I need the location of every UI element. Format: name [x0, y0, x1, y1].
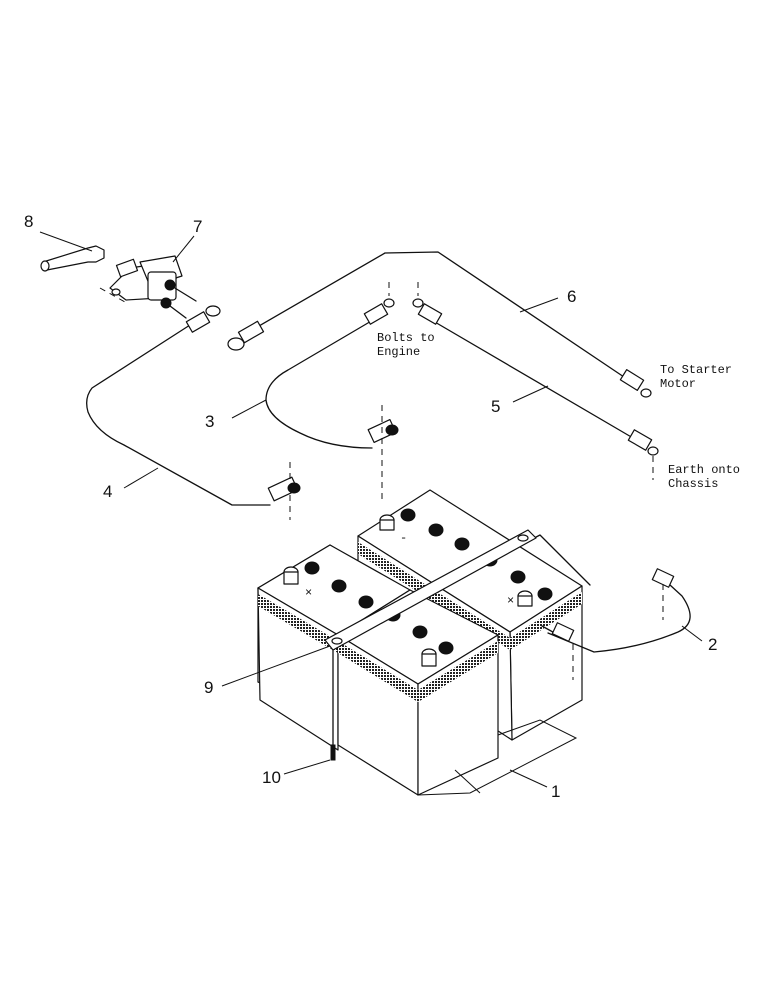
callout-4: 4 — [103, 482, 112, 501]
battery-terminals: × × - — [283, 508, 553, 667]
cable-4 — [86, 324, 301, 520]
callout-1: 1 — [551, 782, 560, 801]
clamp-bar — [324, 529, 537, 651]
callout-leaders — [39, 231, 703, 796]
note-earth-line1: Earth onto — [668, 463, 740, 477]
note-starter-line2: Motor — [660, 377, 696, 391]
callout-7: 7 — [193, 217, 202, 236]
isolator-switch — [99, 255, 265, 351]
clamp-rod — [330, 649, 336, 761]
callout-6: 6 — [567, 287, 576, 306]
svg-text:×: × — [305, 586, 312, 600]
callout-5: 5 — [491, 397, 500, 416]
callout-2: 2 — [708, 635, 717, 654]
callout-8: 8 — [24, 212, 33, 231]
cable-6 — [251, 251, 652, 398]
cable-5 — [427, 317, 659, 480]
callout-3: 3 — [205, 412, 214, 431]
svg-text:-: - — [400, 531, 407, 545]
callout-9: 9 — [204, 678, 213, 697]
cable-2 — [541, 568, 691, 680]
note-earth-line2: Chassis — [668, 477, 718, 491]
engine-bolt-lugs — [363, 282, 443, 325]
battery-front-right — [337, 589, 499, 796]
isolator-key — [40, 245, 139, 278]
note-starter-line1: To Starter — [660, 363, 732, 377]
note-bolts-line2: Engine — [377, 345, 420, 359]
svg-text:×: × — [507, 594, 514, 608]
callout-10: 10 — [262, 768, 281, 787]
cable-3 — [265, 319, 399, 500]
note-bolts-line1: Bolts to — [377, 331, 435, 345]
